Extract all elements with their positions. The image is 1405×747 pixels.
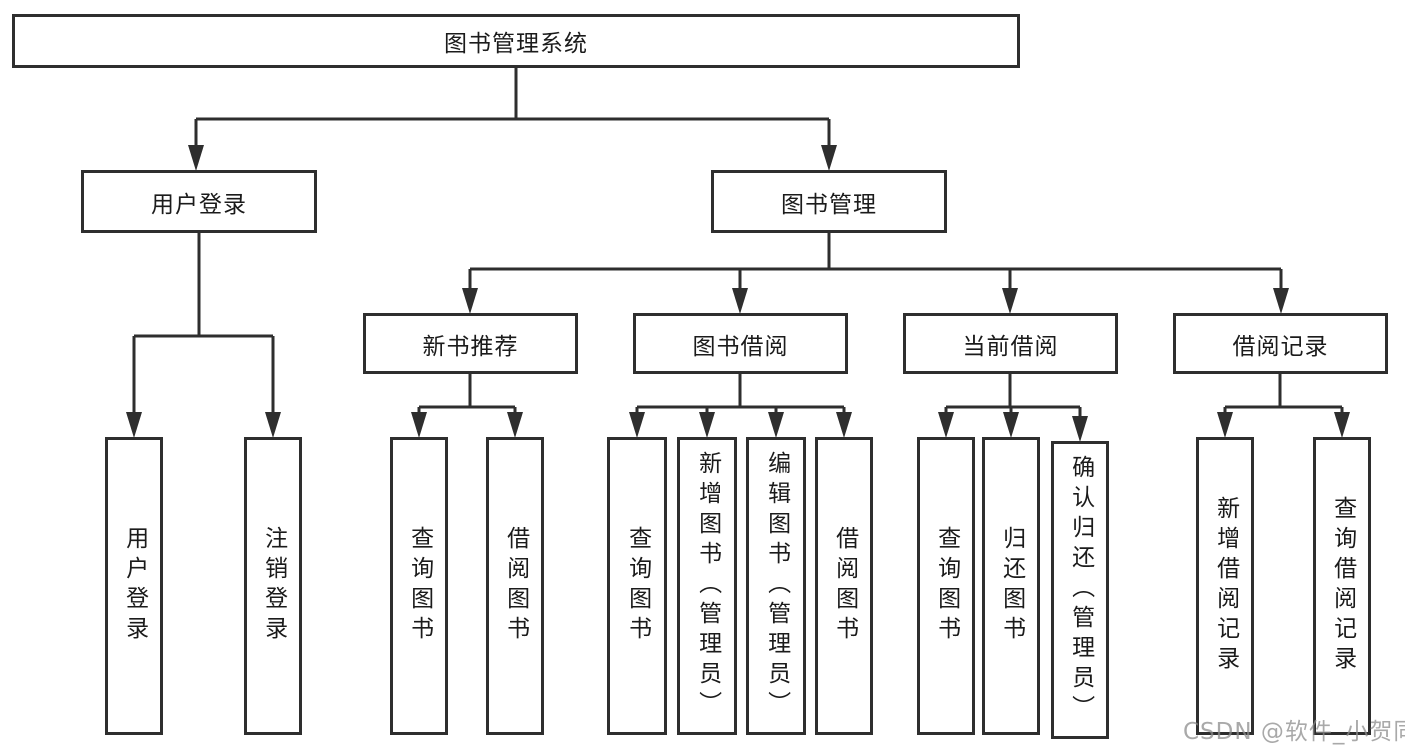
leaf-label: 用户登录 — [121, 526, 148, 646]
leaf-label: 借阅图书 — [502, 526, 529, 646]
leaf-label: 确认归还（管理员） — [1067, 455, 1094, 725]
node-current-borrowing: 当前借阅 — [903, 313, 1118, 374]
node-leaf-borrow-books: 借阅图书 — [815, 437, 873, 735]
leaf-label: 编辑图书（管理员） — [763, 451, 790, 721]
node-new-book-recommend: 新书推荐 — [363, 313, 578, 374]
node-book-borrowing: 图书借阅 — [633, 313, 848, 374]
leaf-label: 归还图书 — [998, 526, 1025, 646]
leaf-label: 查询图书 — [933, 526, 960, 646]
node-leaf-add-borrow-record: 新增借阅记录 — [1196, 437, 1254, 735]
node-user-login: 用户登录 — [81, 170, 317, 233]
node-leaf-query-books-borrow: 查询图书 — [607, 437, 667, 735]
node-leaf-logout: 注销登录 — [244, 437, 302, 735]
leaf-label: 注销登录 — [260, 526, 287, 646]
node-leaf-query-books-recommend: 查询图书 — [390, 437, 448, 735]
leaf-label: 查询图书 — [624, 526, 651, 646]
node-leaf-query-borrow-record: 查询借阅记录 — [1313, 437, 1371, 735]
leaf-label: 查询借阅记录 — [1329, 496, 1356, 676]
node-leaf-confirm-return-admin: 确认归还（管理员） — [1051, 441, 1109, 739]
leaf-label: 查询图书 — [406, 526, 433, 646]
node-leaf-query-books-current: 查询图书 — [917, 437, 975, 735]
leaf-label: 新增借阅记录 — [1212, 496, 1239, 676]
node-leaf-return-books: 归还图书 — [982, 437, 1040, 735]
csdn-watermark: CSDN @软件_小贺同学 — [1183, 719, 1405, 745]
node-borrow-records: 借阅记录 — [1173, 313, 1388, 374]
node-leaf-edit-book-admin: 编辑图书（管理员） — [746, 437, 806, 735]
node-leaf-borrow-books-recommend: 借阅图书 — [486, 437, 544, 735]
node-leaf-add-book-admin: 新增图书（管理员） — [677, 437, 737, 735]
leaf-label: 借阅图书 — [831, 526, 858, 646]
leaf-label: 新增图书（管理员） — [694, 451, 721, 721]
node-book-management: 图书管理 — [711, 170, 947, 233]
node-leaf-user-login: 用户登录 — [105, 437, 163, 735]
node-library-system: 图书管理系统 — [12, 14, 1020, 68]
